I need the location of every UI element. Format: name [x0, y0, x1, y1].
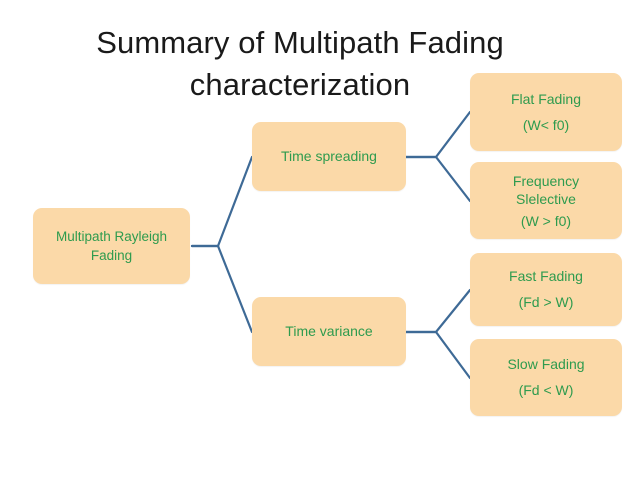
node-label: Time variance [285, 323, 373, 339]
node-flat-fading[interactable]: Flat Fading (W< f0) [470, 73, 622, 151]
connector-time-variance-to-slow-fading [404, 330, 472, 380]
page-title: Summary of Multipath Fading characteriza… [96, 25, 504, 102]
node-label-line1: Fast Fading [509, 268, 583, 284]
node-label-line1b: Slelective [516, 190, 576, 207]
node-label-line1: Multipath Rayleigh [55, 229, 168, 244]
node-multipath-rayleigh-fading[interactable]: Multipath Rayleigh Fading [33, 208, 190, 284]
node-time-variance[interactable]: Time variance [252, 297, 406, 366]
node-label-condition: (W< f0) [522, 116, 570, 133]
node-label-condition: (W > f0) [520, 212, 572, 229]
node-label: Time spreading [281, 148, 377, 164]
connector-time-spreading-to-frequency-selective [404, 155, 472, 203]
node-label-line1: Frequency [512, 172, 580, 189]
node-slow-fading[interactable]: Slow Fading (Fd < W) [470, 339, 622, 416]
node-time-spreading[interactable]: Time spreading [252, 122, 406, 191]
node-label-condition: (Fd > W) [518, 294, 574, 310]
node-label-line1: Slow Fading [507, 356, 585, 372]
node-fast-fading[interactable]: Fast Fading (Fd > W) [470, 253, 622, 326]
node-label-condition: (Fd < W) [518, 382, 574, 398]
connector-time-variance-to-fast-fading [404, 288, 472, 334]
node-label-line2: Fading [90, 248, 133, 263]
connector-time-spreading-to-flat-fading [404, 110, 472, 159]
node-frequency-slelective[interactable]: Frequency Slelective (W > f0) [470, 162, 622, 239]
connector-root-to-time-variance [190, 244, 254, 334]
connector-root-to-time-spreading [190, 155, 254, 248]
node-label-line1: Flat Fading [510, 90, 582, 107]
